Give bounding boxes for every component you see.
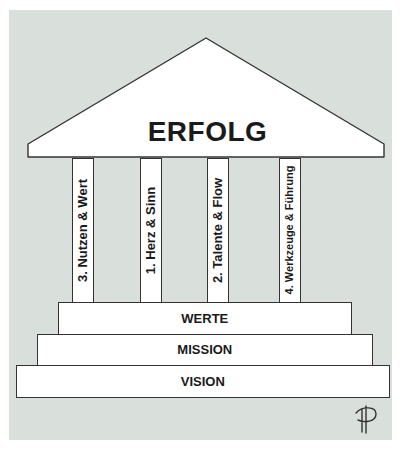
roof-title: ERFOLG xyxy=(148,116,268,148)
pillar-label: 1. Herz & Sinn xyxy=(143,187,158,274)
pillar-label: 3. Nutzen & Wert xyxy=(75,179,90,282)
pillar: 3. Nutzen & Wert xyxy=(72,158,94,303)
pillar: 2. Talente & Flow xyxy=(207,158,229,303)
step-band: VISION xyxy=(16,365,390,398)
pillar-label: 2. Talente & Flow xyxy=(210,178,225,283)
signature xyxy=(356,406,376,433)
step-band: MISSION xyxy=(37,334,373,366)
pillar-label: 4. Werkzeuge & Führung xyxy=(284,166,296,295)
pillar: 4. Werkzeuge & Führung xyxy=(279,158,301,303)
step-label: VISION xyxy=(181,374,225,389)
step-band: WERTE xyxy=(58,302,352,335)
step-label: WERTE xyxy=(181,311,228,326)
step-label: MISSION xyxy=(177,342,232,357)
roof: ERFOLG xyxy=(26,36,386,160)
pillar: 1. Herz & Sinn xyxy=(140,158,162,303)
panel-ground xyxy=(9,10,392,440)
